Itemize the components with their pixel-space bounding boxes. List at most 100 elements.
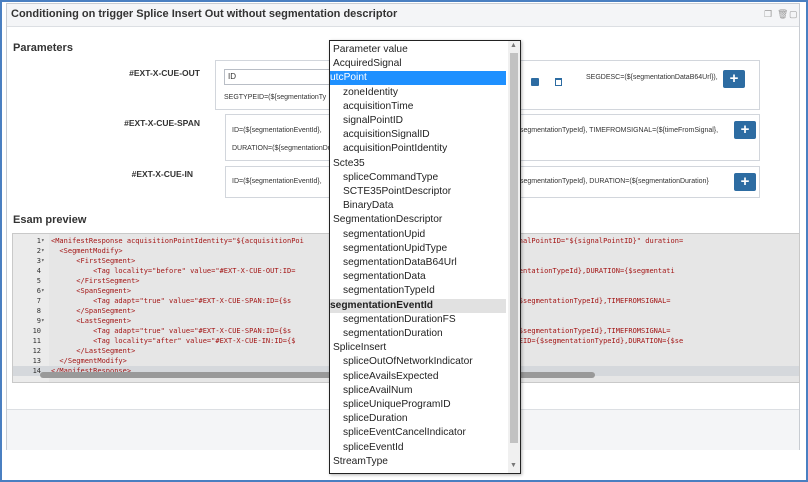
line-number: 6 [36, 287, 41, 295]
dropdown-option[interactable]: segmentationUpid [343, 228, 426, 240]
code-line[interactable]: 8 </SpanSegment> [13, 306, 799, 316]
dropdown-option[interactable]: acquisitionSignalID [343, 129, 430, 141]
dropdown-option[interactable]: spliceOutOfNetworkIndicator [343, 356, 473, 368]
code-line[interactable]: 10 <Tag adapt="true" value="#EXT-X-CUE-S… [13, 326, 799, 336]
cue-span-label: #EXT-X-CUE-SPAN [124, 118, 200, 128]
line-number: 11 [32, 337, 41, 345]
code-text: </LastSegment> [51, 347, 136, 355]
dropdown-option[interactable]: segmentationDataB64Url [343, 257, 457, 268]
esam-preview-label: Esam preview [13, 214, 87, 226]
line-number: 8 [36, 307, 41, 315]
line-number: 5 [36, 277, 41, 285]
code-text: </FirstSegment> [51, 277, 140, 285]
code-line[interactable]: 13 </SegmentModify> [13, 356, 799, 366]
dropdown-option[interactable]: spliceEventCancelIndicator [343, 427, 466, 439]
code-text: <SpanSegment> [51, 287, 132, 295]
dropdown-option[interactable]: SCTE35PointDescriptor [343, 186, 452, 197]
checkbox-icon[interactable] [531, 78, 539, 86]
scroll-down-icon[interactable]: ▼ [510, 462, 517, 469]
dropdown-option[interactable]: spliceAvailsExpected [343, 370, 439, 382]
dropdown-option[interactable]: acquisitionTime [343, 100, 414, 112]
fold-arrow-icon[interactable]: ▾ [41, 257, 45, 264]
cue-span-right-text: segmentationTypeId}, TIMEFROMSIGNAL=(${t… [520, 127, 719, 134]
code-line[interactable]: 4 <Tag locality="before" value="#EXT-X-C… [13, 266, 799, 276]
add-cue-out-button[interactable]: + [723, 70, 745, 88]
dropdown-option[interactable]: utcPoint [330, 71, 506, 86]
dropdown-scroll-thumb[interactable] [510, 53, 518, 443]
code-line[interactable]: 7 <Tag adapt="true" value="#EXT-X-CUE-SP… [13, 296, 799, 306]
dropdown-option[interactable]: signalPointID [343, 115, 404, 126]
line-number: 2 [36, 247, 41, 255]
code-text: <Tag locality="before" value="#EXT-X-CUE… [93, 267, 675, 275]
cue-span-duration-text: DURATION=(${segmentationDurat [232, 145, 340, 152]
line-number: 1 [36, 237, 41, 245]
add-cue-in-button[interactable]: + [734, 173, 756, 191]
code-text: <SegmentModify> [51, 247, 123, 255]
code-line[interactable]: 6▾ <SpanSegment> [13, 286, 799, 296]
add-cue-span-button[interactable]: + [734, 121, 756, 139]
dropdown-option[interactable]: segmentationTypeId [343, 285, 435, 297]
dropdown-group-label: Parameter value [333, 44, 408, 55]
dropdown-option[interactable]: acquisitionPointIdentity [343, 143, 448, 155]
dropdown-option[interactable]: spliceEventId [343, 441, 404, 453]
panel-title: Conditioning on trigger Splice Insert Ou… [11, 8, 398, 20]
dropdown-option[interactable]: zoneIdentity [343, 86, 398, 98]
code-text: <Tag adapt="true" value="#EXT-X-CUE-SPAN… [93, 327, 671, 335]
dropdown-option[interactable]: spliceAvailNum [343, 384, 413, 396]
dropdown-option[interactable]: BinaryData [343, 200, 394, 212]
dropdown-option[interactable]: segmentationEventId [330, 298, 506, 313]
cue-out-label: #EXT-X-CUE-OUT [129, 68, 200, 78]
line-gutter [13, 234, 49, 382]
line-number: 13 [32, 357, 41, 365]
dropdown-option[interactable]: segmentationDuration [343, 328, 443, 339]
code-text: </SegmentModify> [51, 357, 127, 365]
code-line[interactable]: 2▾ <SegmentModify> [13, 246, 799, 256]
cue-span-id-text: ID=(${segmentationEventId}, [232, 127, 322, 134]
scroll-up-icon[interactable]: ▲ [510, 42, 517, 49]
cue-out-segdesc-text: SEGDESC=(${segmentationDataB64Url}), [586, 74, 718, 81]
dropdown-group-label: SpliceInsert [333, 342, 387, 354]
cue-in-label: #EXT-X-CUE-IN [131, 169, 193, 179]
code-line[interactable]: 3▾ <FirstSegment> [13, 256, 799, 266]
code-text: <LastSegment> [51, 317, 132, 325]
code-line[interactable]: 9▾ <LastSegment> [13, 316, 799, 326]
dropdown-option[interactable]: segmentationDurationFS [343, 313, 456, 325]
dropdown-option[interactable]: spliceCommandType [343, 171, 439, 183]
code-line[interactable]: 12 </LastSegment> [13, 346, 799, 356]
dropdown-option[interactable]: segmentationData [343, 271, 426, 283]
fold-arrow-icon[interactable]: ▾ [41, 287, 45, 294]
cue-out-id-input[interactable]: ID [224, 69, 334, 85]
line-number: 7 [36, 297, 41, 305]
trash-icon[interactable] [555, 78, 562, 86]
copy-icon[interactable]: ❐ [764, 9, 773, 19]
dropdown-option[interactable]: segmentationUpidType [343, 242, 448, 254]
line-number: 10 [32, 327, 41, 335]
fold-arrow-icon[interactable]: ▾ [41, 317, 45, 324]
fold-arrow-icon[interactable]: ▾ [41, 237, 45, 244]
dropdown-option[interactable]: spliceUniqueProgramID [343, 399, 451, 410]
dropdown-scrollbar[interactable]: ▲ ▼ [508, 41, 520, 473]
collapse-icon[interactable]: ▢ [789, 9, 798, 19]
code-text: </ManifestResponse> [51, 367, 132, 375]
code-text: <Tag locality="after" value="#EXT-X-CUE-… [93, 337, 684, 345]
code-text: </SpanSegment> [51, 307, 136, 315]
dropdown-group-label: SegmentationDescriptor [333, 214, 443, 226]
code-line[interactable]: 5 </FirstSegment> [13, 276, 799, 286]
line-number: 14 [32, 367, 41, 375]
code-line[interactable]: 11 <Tag locality="after" value="#EXT-X-C… [13, 336, 799, 346]
delete-icon[interactable]: 🗑 [777, 9, 789, 19]
dropdown-group-label: StreamType [333, 455, 388, 467]
cue-out-segtype-text: SEGTYPEID=(${segmentationTy [224, 94, 327, 101]
parameters-label: Parameters [13, 42, 73, 54]
line-number: 12 [32, 347, 41, 355]
line-number: 9 [36, 317, 41, 325]
dropdown-option[interactable]: spliceDuration [343, 413, 408, 425]
code-text: <FirstSegment> [51, 257, 136, 265]
cue-in-id-text: ID=(${segmentationEventId}, [232, 178, 322, 185]
line-number: 3 [36, 257, 41, 265]
fold-arrow-icon[interactable]: ▾ [41, 247, 45, 254]
editor-horizontal-scrollbar[interactable] [40, 372, 595, 378]
panel-header: Conditioning on trigger Splice Insert Ou… [7, 4, 799, 27]
